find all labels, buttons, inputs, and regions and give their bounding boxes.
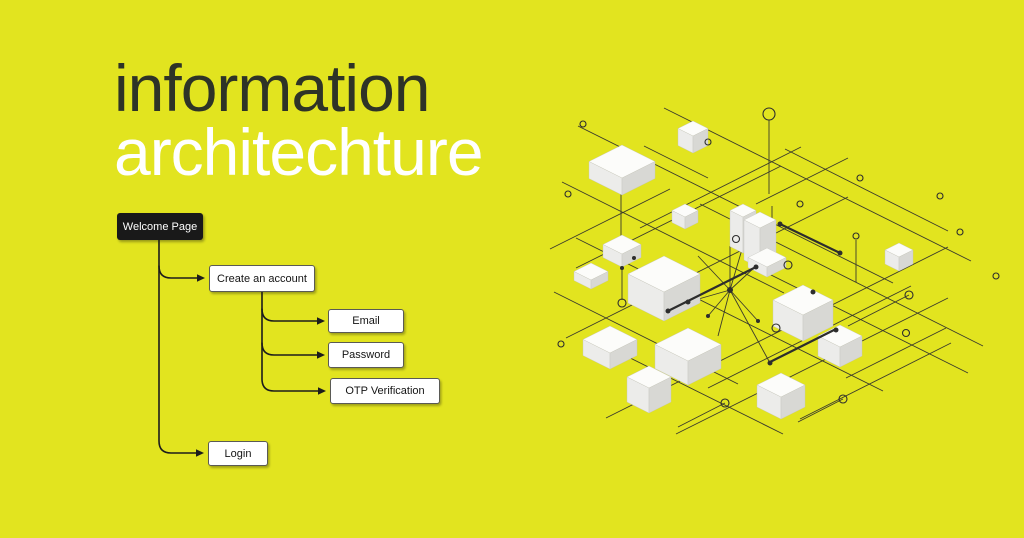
flowchart-node-login: Login [208, 441, 268, 466]
edge-welcome-page-to-create-account [158, 265, 198, 279]
title-line-information: information [114, 51, 430, 125]
arrowhead-otp-verification [318, 387, 326, 395]
flowchart-node-otp-verification: OTP Verification [330, 378, 440, 404]
node-label-otp-verification: OTP Verification [345, 385, 425, 397]
title-line-architechture: architechture [114, 115, 484, 189]
node-label-login: Login [224, 447, 252, 460]
flowchart-node-welcome-page: Welcome Page [117, 213, 203, 240]
page-title: information architechture [114, 51, 484, 189]
flowchart-node-password: Password [328, 342, 404, 368]
flowchart-node-email: Email [328, 309, 404, 333]
isometric-cube-network-illustration [549, 107, 1000, 435]
arrowhead-create-account [197, 274, 205, 282]
edge-create-account-to-otp-verification [261, 291, 319, 392]
arrowhead-login [196, 449, 204, 457]
node-label-email: Email [352, 315, 380, 327]
edge-create-account-to-email [261, 308, 318, 322]
arrowhead-email [317, 317, 325, 325]
arrowhead-password [317, 351, 325, 359]
edge-create-account-to-password [261, 342, 318, 356]
edge-arrowheads [196, 274, 326, 457]
node-label-create-account: Create an account [217, 272, 307, 285]
node-label-password: Password [341, 349, 391, 361]
edge-lines [158, 239, 319, 454]
edge-welcome-page-to-login [158, 239, 197, 454]
flowchart-node-create-account: Create an account [209, 265, 315, 292]
node-label-welcome-page: Welcome Page [122, 220, 198, 233]
